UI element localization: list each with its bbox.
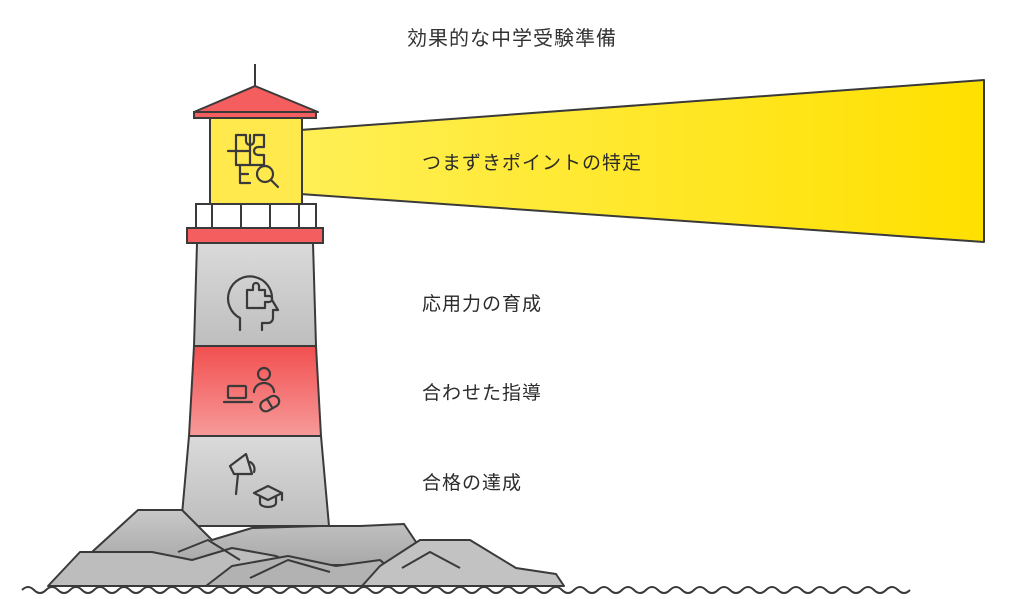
tower-band-1 [192, 242, 318, 347]
lantern-room [209, 117, 303, 205]
beam-label: つまずきポイントの特定 [422, 152, 643, 174]
megaphone-graduation-cap-icon [228, 452, 284, 509]
tower-band-3 [179, 435, 331, 527]
head-puzzle-icon [226, 275, 280, 332]
section-label-1: 応用力の育成 [422, 293, 543, 315]
sea-waves [21, 586, 911, 594]
gallery-deck [186, 227, 324, 244]
section-label-3: 合格の達成 [422, 472, 523, 494]
diagram-title: 効果的な中学受験準備 [407, 26, 617, 50]
section-label-2: 合わせた指導 [422, 382, 543, 404]
lighthouse-roof [193, 85, 319, 113]
rocks [47, 509, 565, 587]
tutor-laptop-pill-icon [222, 366, 281, 413]
puzzle-magnifier-icon [226, 133, 280, 189]
